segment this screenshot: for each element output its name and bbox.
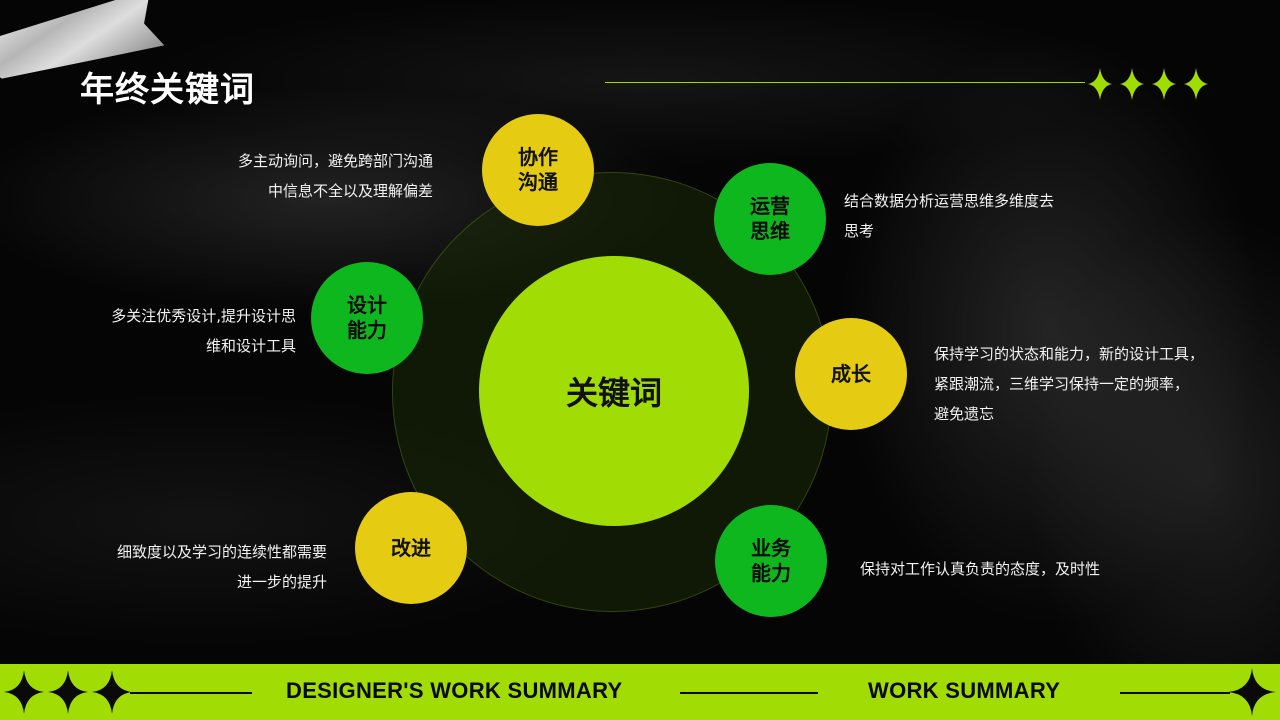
sparkle-icon-group xyxy=(4,670,130,714)
desc-line: 思考 xyxy=(844,222,875,240)
node-label-line: 能力 xyxy=(347,318,387,342)
sparkle-icon xyxy=(1120,68,1144,100)
node-business-ability: 业务 能力 xyxy=(715,505,827,617)
node-design-ability: 设计 能力 xyxy=(311,262,423,374)
node-label-line: 沟通 xyxy=(518,170,558,194)
node-description: 多关注优秀设计,提升设计思 维和设计工具 xyxy=(111,301,296,361)
desc-line: 保持对工作认真负责的态度，及时性 xyxy=(860,560,1101,578)
footer-divider xyxy=(130,692,252,694)
node-growth: 成长 xyxy=(795,318,907,430)
sparkle-icon xyxy=(1088,68,1112,100)
node-description: 保持学习的状态和能力，新的设计工具， 紧跟潮流，三维学习保持一定的频率， 避免遗… xyxy=(934,339,1204,429)
footer-title-left: DESIGNER'S WORK SUMMARY xyxy=(286,678,623,703)
node-label-line: 成长 xyxy=(831,361,871,386)
node-label-line: 业务 xyxy=(751,536,791,560)
node-operations-thinking: 运营 思维 xyxy=(714,163,826,275)
desc-line: 中信息不全以及理解偏差 xyxy=(267,182,433,200)
footer-band: DESIGNER'S WORK SUMMARY WORK SUMMARY xyxy=(0,664,1280,720)
footer-title-right: WORK SUMMARY xyxy=(868,678,1061,703)
center-circle: 关键词 xyxy=(479,256,749,526)
node-collaboration: 协作 沟通 xyxy=(482,114,594,226)
desc-line: 多主动询问，避免跨部门沟通 xyxy=(237,152,433,170)
node-label-line: 能力 xyxy=(751,561,791,585)
node-label-line: 改进 xyxy=(391,535,431,560)
sparkle-icon xyxy=(1184,68,1208,100)
desc-line: 进一步的提升 xyxy=(236,573,327,591)
node-description: 结合数据分析运营思维多维度去 思考 xyxy=(844,186,1054,246)
sparkle-icon xyxy=(1152,68,1176,100)
footer-divider xyxy=(1120,692,1230,694)
sparkle-icon xyxy=(4,670,44,714)
desc-line: 多关注优秀设计,提升设计思 xyxy=(111,307,296,325)
sparkle-icon-group xyxy=(1088,68,1208,100)
sparkle-icon xyxy=(92,670,130,714)
node-improvement: 改进 xyxy=(355,492,467,604)
desc-line: 避免遗忘 xyxy=(934,405,995,423)
node-description: 多主动询问，避免跨部门沟通 中信息不全以及理解偏差 xyxy=(238,146,433,206)
desc-line: 保持学习的状态和能力，新的设计工具， xyxy=(934,345,1205,363)
node-label-line: 思维 xyxy=(750,219,790,243)
node-label-line: 协作 xyxy=(518,145,558,169)
desc-line: 维和设计工具 xyxy=(205,337,296,355)
sparkle-icon xyxy=(1228,668,1276,716)
node-description: 保持对工作认真负责的态度，及时性 xyxy=(860,554,1100,584)
title-divider xyxy=(605,82,1085,83)
desc-line: 紧跟潮流，三维学习保持一定的频率， xyxy=(934,375,1190,393)
node-label-line: 设计 xyxy=(347,293,387,317)
desc-line: 细致度以及学习的连续性都需要 xyxy=(116,543,327,561)
desc-line: 结合数据分析运营思维多维度去 xyxy=(844,192,1055,210)
page-title: 年终关键词 xyxy=(80,70,255,110)
footer-divider xyxy=(680,692,818,694)
node-label-line: 运营 xyxy=(750,194,790,218)
sparkle-icon xyxy=(48,670,88,714)
node-description: 细致度以及学习的连续性都需要 进一步的提升 xyxy=(117,537,327,597)
